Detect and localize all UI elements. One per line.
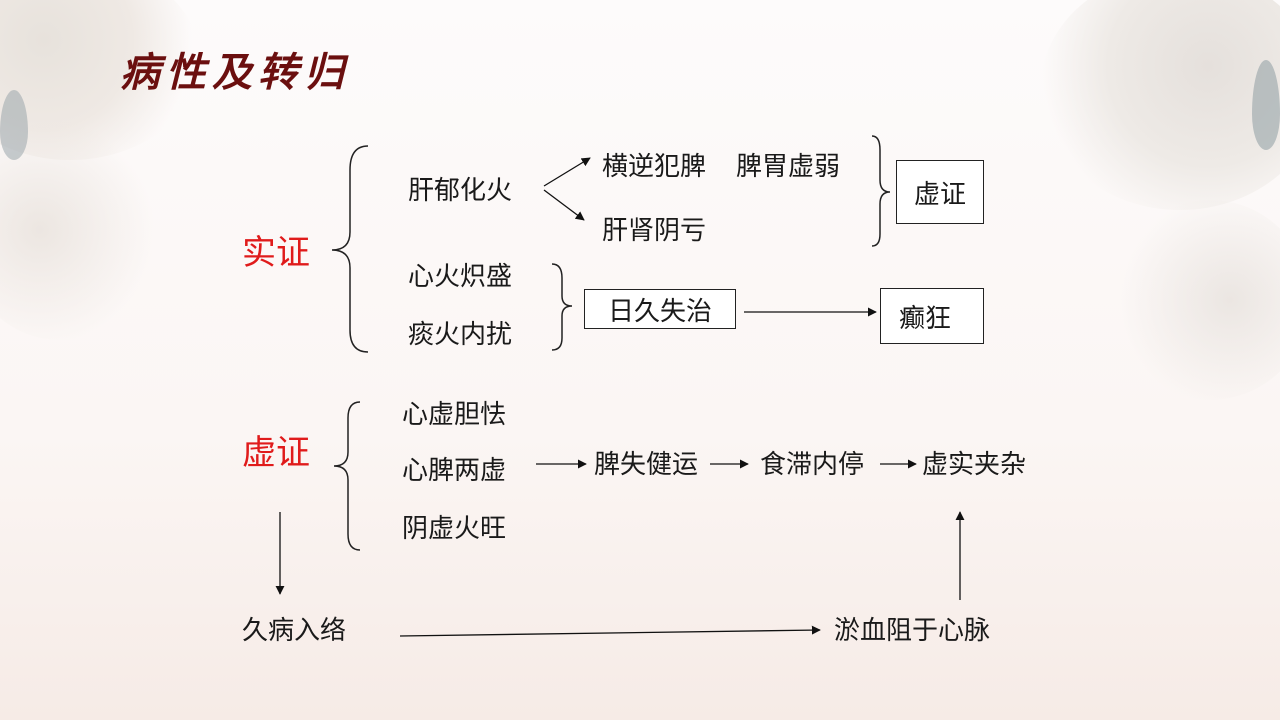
arrow-to-yu-xue [399,625,821,637]
box-ri-jiu-shi-zhi: 日久失治 [584,289,736,329]
brace-right-xu [871,135,891,247]
node-xin-huo-chi-sheng: 心火炽盛 [408,262,513,292]
page-title: 病性及转归 [120,49,350,96]
leaf-accent-left [0,90,28,160]
node-shi-zhi-nei-ting: 食滞内停 [760,450,865,480]
node-pi-wei-xu-ruo: 脾胃虚弱 [736,152,841,182]
leaf-accent-right [1252,60,1280,150]
node-jiu-bing-ru-luo: 久病入络 [242,616,347,646]
node-pi-shi-jian-yun: 脾失健运 [594,450,699,480]
brace-right-huo [551,263,573,351]
label-xu-zheng: 虚证 [242,433,310,473]
floral-decoration-left [0,120,160,340]
brace-xu [333,401,361,551]
node-tan-huo-nei-rao: 痰火内扰 [408,320,513,350]
node-xu-shi-jia-za: 虚实夹杂 [922,450,1027,480]
node-xin-xu-dan-qie: 心虚胆怯 [402,400,507,430]
arrow-to-gan-shen [543,189,585,221]
node-gan-yu-hua-huo: 肝郁化火 [408,176,513,206]
node-heng-ni-fan-pi: 横逆犯脾 [602,152,707,182]
arrow-to-heng-ni [543,157,591,187]
node-yu-xue-zu-yu-xin-mai: 淤血阻于心脉 [834,616,991,646]
node-yin-xu-huo-wang: 阴虚火旺 [402,514,507,544]
node-gan-shen-yin-kui: 肝肾阴亏 [602,216,707,246]
node-xin-pi-liang-xu: 心脾两虚 [402,456,507,486]
floral-decoration-right [1110,200,1280,400]
label-shi-zheng: 实证 [242,233,310,273]
box-dian-kuang: 癫狂 [880,288,984,344]
brace-shi [331,145,369,353]
box-xu-zheng: 虚证 [896,160,984,224]
